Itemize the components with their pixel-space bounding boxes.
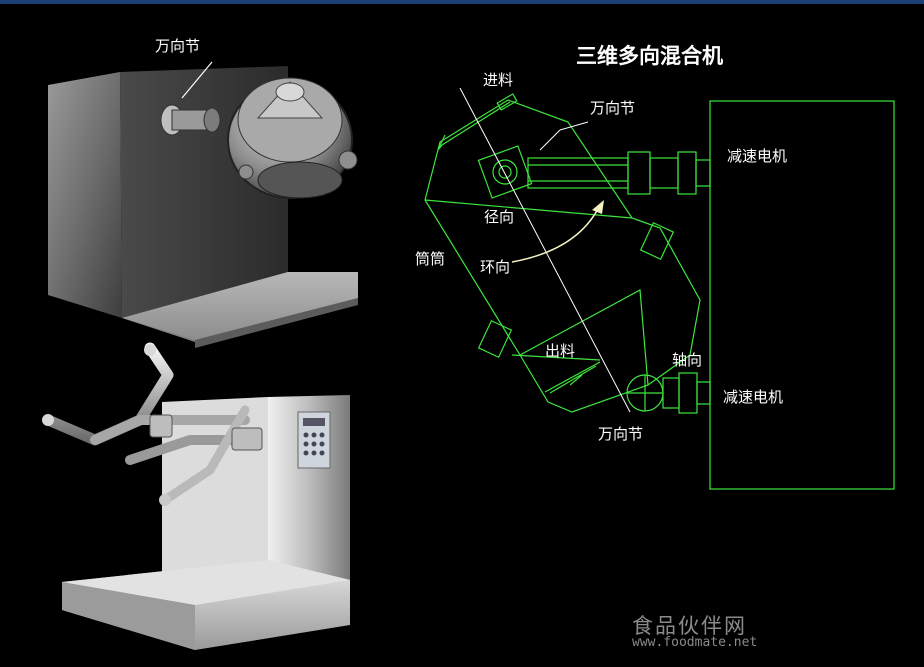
circular-arrow: [511, 204, 601, 263]
rotation-axis-line: [459, 87, 631, 413]
label-motor-top: 减速电机: [727, 147, 788, 165]
label-discharge: 出料: [545, 342, 576, 360]
diagram-title: 三维多向混合机: [576, 44, 723, 68]
label-radial: 径向: [484, 208, 515, 226]
watermark-cn: 食品伙伴网: [632, 614, 747, 638]
label-circular: 环向: [480, 258, 511, 276]
top-border: [0, 0, 924, 4]
label-motor-bottom: 减速电机: [723, 388, 784, 406]
label-joint-top: 万向节: [590, 99, 636, 117]
frame-panel: [709, 100, 895, 490]
label-barrel: 筒筒: [415, 250, 446, 268]
radial-pointer: [539, 129, 561, 151]
barrel-outline: [424, 99, 701, 413]
label-joint-photo: 万向节: [155, 37, 201, 55]
label-joint-bottom: 万向节: [598, 425, 644, 443]
label-axial: 轴向: [672, 351, 703, 369]
label-feed: 进料: [483, 71, 514, 89]
watermark-url: www.foodmate.net: [632, 635, 758, 650]
